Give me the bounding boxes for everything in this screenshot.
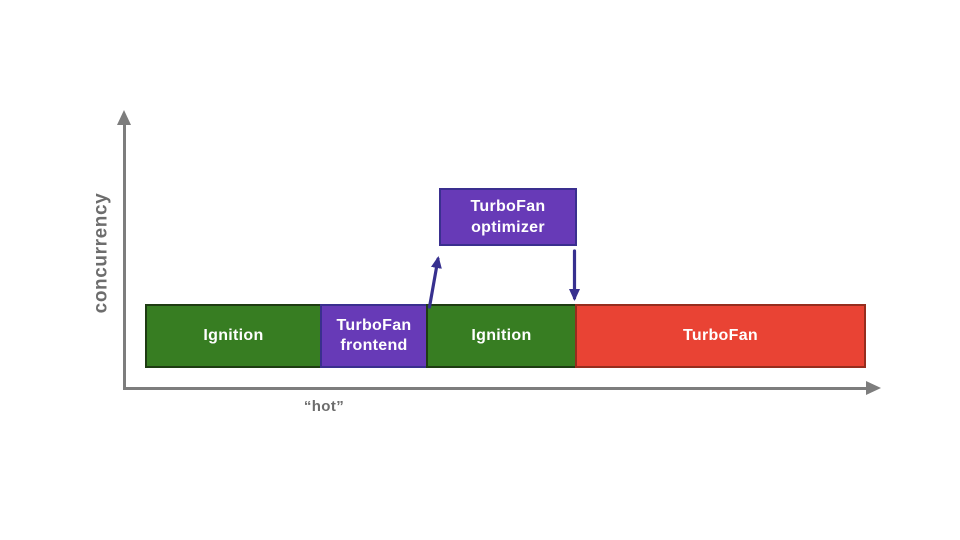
y-axis-label: concurrency xyxy=(90,192,111,314)
arrow-up-to-optimizer xyxy=(427,256,442,309)
x-axis-label: “hot” xyxy=(303,398,345,415)
y-axis-line xyxy=(123,118,126,390)
x-axis-arrowhead-icon xyxy=(866,381,881,395)
timeline-segment-ignition-1: Ignition xyxy=(145,304,322,368)
timeline-segment-turbofan-frontend: TurboFan frontend xyxy=(320,304,428,368)
y-axis-arrowhead-icon xyxy=(117,110,131,125)
turbofan-optimizer-box: TurboFan optimizer xyxy=(439,188,577,246)
y-axis-label-container: concurrency xyxy=(86,115,116,391)
execution-timeline-bar: Ignition TurboFan frontend Ignition Turb… xyxy=(145,304,866,368)
timeline-segment-ignition-2: Ignition xyxy=(426,304,577,368)
timeline-segment-turbofan: TurboFan xyxy=(575,304,866,368)
x-axis-line xyxy=(124,387,868,390)
